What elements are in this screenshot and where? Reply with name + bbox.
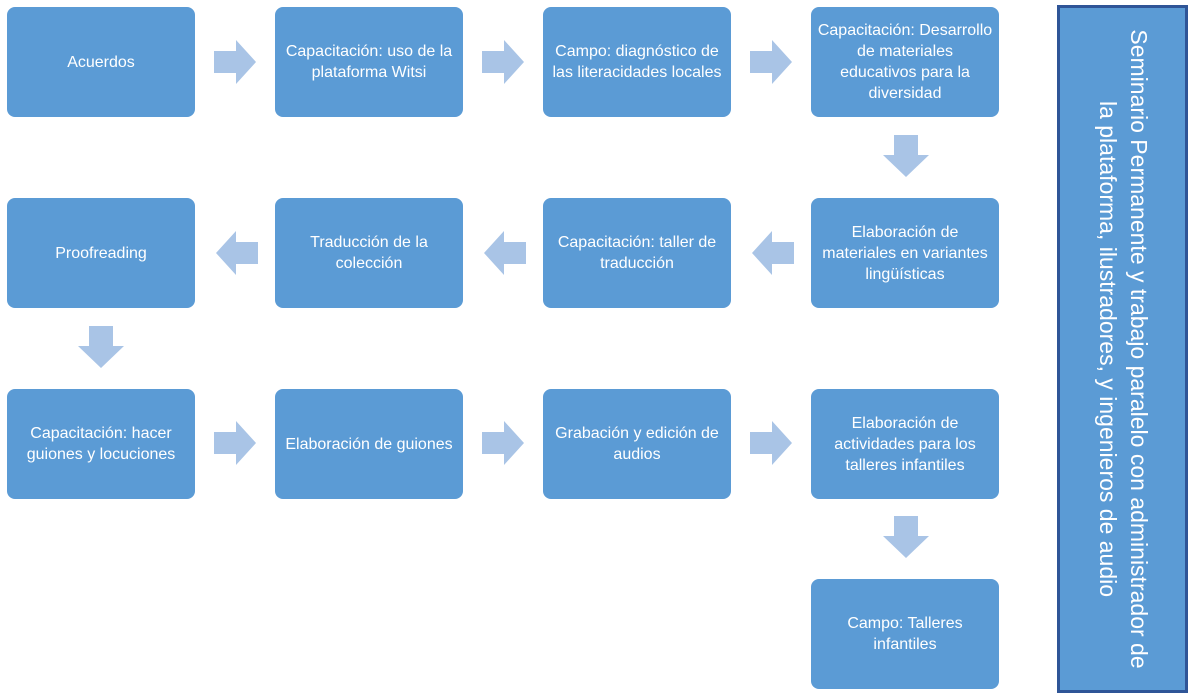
step-elaboracion-materiales-variantes: Elaboración de materiales en variantes l… xyxy=(811,198,999,308)
step-label: Campo: diagnóstico de las literacidades … xyxy=(552,43,722,81)
step-traduccion-coleccion: Traducción de la colección xyxy=(275,198,463,308)
arrow-down-icon xyxy=(883,135,929,177)
step-label: Traducción de la colección xyxy=(310,234,428,272)
step-label: Elaboración de materiales en variantes l… xyxy=(822,223,988,283)
step-campo-diagnostico: Campo: diagnóstico de las literacidades … xyxy=(543,7,731,117)
side-panel-seminario: Seminario Permanente y trabajo paralelo … xyxy=(1057,5,1188,693)
step-campo-talleres-infantiles: Campo: Talleres infantiles xyxy=(811,579,999,689)
step-elaboracion-guiones: Elaboración de guiones xyxy=(275,389,463,499)
arrow-down-icon xyxy=(883,516,929,558)
step-proofreading: Proofreading xyxy=(7,198,195,308)
arrow-left-icon xyxy=(216,231,258,275)
arrow-left-icon xyxy=(752,231,794,275)
arrow-right-icon xyxy=(214,40,256,84)
arrow-right-icon xyxy=(482,40,524,84)
side-panel-text: Seminario Permanente y trabajo paralelo … xyxy=(1094,29,1152,669)
arrow-right-icon xyxy=(482,421,524,465)
step-label: Elaboración de actividades para los tall… xyxy=(834,414,976,474)
step-label: Acuerdos xyxy=(67,53,135,71)
step-label: Capacitación: Desarrollo de materiales e… xyxy=(817,22,993,102)
step-label: Capacitación: uso de la plataforma Witsi xyxy=(285,43,453,81)
arrow-right-icon xyxy=(750,421,792,465)
arrow-right-icon xyxy=(750,40,792,84)
step-elaboracion-actividades-talleres: Elaboración de actividades para los tall… xyxy=(811,389,999,499)
step-label: Grabación y edición de audios xyxy=(555,425,719,463)
arrow-right-icon xyxy=(214,421,256,465)
step-acuerdos: Acuerdos xyxy=(7,7,195,117)
step-capacitacion-materiales-educativos: Capacitación: Desarrollo de materiales e… xyxy=(811,7,999,117)
arrow-left-icon xyxy=(484,231,526,275)
step-label: Elaboración de guiones xyxy=(285,435,453,453)
step-label: Capacitación: hacer guiones y locuciones xyxy=(26,425,176,463)
step-capacitacion-taller-traduccion: Capacitación: taller de traducción xyxy=(543,198,731,308)
step-grabacion-edicion-audios: Grabación y edición de audios xyxy=(543,389,731,499)
step-label: Capacitación: taller de traducción xyxy=(557,234,717,272)
step-label: Campo: Talleres infantiles xyxy=(847,615,963,653)
step-label: Proofreading xyxy=(55,244,147,262)
step-capacitacion-plataforma-witsi: Capacitación: uso de la plataforma Witsi xyxy=(275,7,463,117)
step-capacitacion-guiones-locuciones: Capacitación: hacer guiones y locuciones xyxy=(7,389,195,499)
arrow-down-icon xyxy=(78,326,124,368)
